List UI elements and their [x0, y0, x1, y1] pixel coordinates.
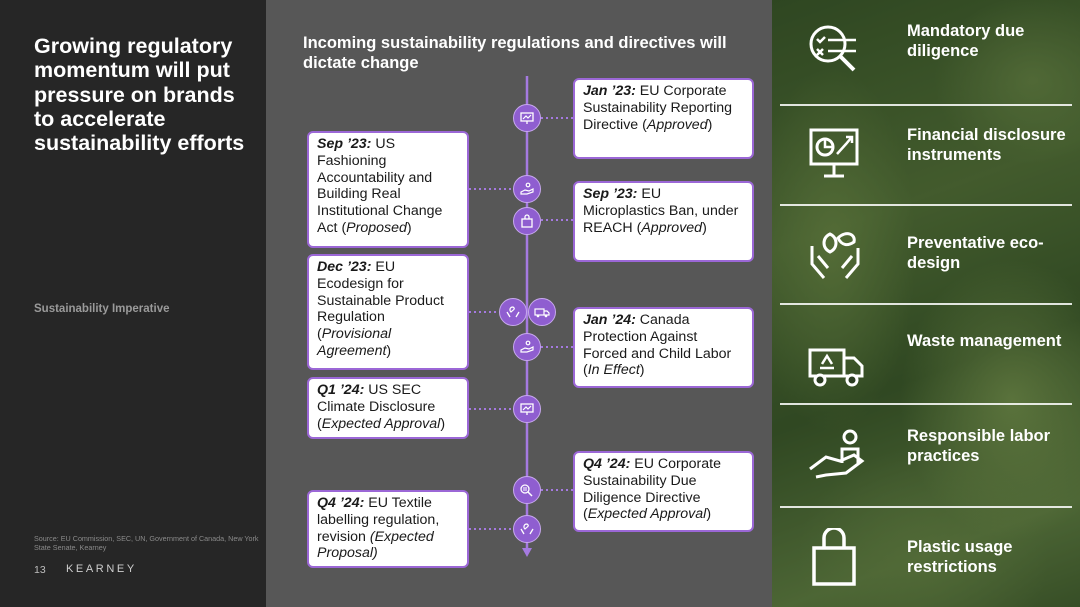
card-text: US SEC Climate Disclosure (	[317, 382, 436, 432]
card-end: )	[639, 362, 645, 379]
card-end: )	[706, 506, 712, 523]
card-text: EU Microplastics Ban, under REACH (	[583, 186, 739, 236]
recycling-truck-icon	[808, 348, 864, 387]
divider	[780, 104, 1072, 106]
regulation-card: Sep ’23: EU Microplastics Ban, under REA…	[573, 181, 754, 262]
hand-person-icon	[513, 333, 541, 361]
shopping-bag-icon	[513, 207, 541, 235]
card-status: Provisional Agreement	[317, 326, 392, 359]
card-text: EU Corporate Sustainability Reporting Di…	[583, 83, 733, 133]
card-status: Approved	[641, 219, 703, 236]
category-label: Financial disclosure instruments	[907, 126, 1066, 164]
card-status: (Expected Proposal)	[317, 528, 434, 562]
source-note: Source: EU Commission, SEC, UN, Governme…	[34, 534, 259, 552]
card-end: )	[386, 342, 392, 359]
card-status: Proposed	[346, 219, 407, 236]
section-label: Sustainability Imperative	[34, 303, 170, 315]
card-date: Jan ’24:	[583, 312, 636, 328]
card-end: )	[707, 116, 713, 133]
card-status: Expected Approval	[321, 415, 441, 432]
card-text: EU Corporate Sustainability Due Diligenc…	[583, 456, 722, 523]
hands-leaf-icon	[499, 298, 527, 326]
chart-monitor-icon	[513, 104, 541, 132]
hands-leaf-icon	[810, 232, 860, 279]
chart-monitor-icon	[513, 395, 541, 423]
checklist-magnifier-icon	[513, 476, 541, 504]
card-status: In Effect	[587, 362, 640, 379]
timeline-title: Incoming sustainability regulations and …	[303, 34, 727, 72]
brand-logo: KEARNEY	[66, 563, 137, 575]
category-label: Plastic usage restrictions	[907, 538, 1013, 576]
checklist-magnifier-icon	[809, 25, 856, 72]
hands-leaf-icon	[513, 515, 541, 543]
hand-person-icon	[513, 175, 541, 203]
card-date: Q4 ’24:	[583, 456, 631, 472]
card-date: Q1 ’24:	[317, 382, 365, 398]
card-status: Expected Approval	[587, 506, 707, 523]
card-end: )	[440, 415, 446, 432]
divider	[780, 403, 1072, 405]
regulation-card: Q4 ’24: EU Corporate Sustainability Due …	[573, 451, 754, 532]
card-text: Canada Protection Against Forced and Chi…	[583, 312, 732, 379]
card-text: US Fashioning Accountability and Buildin…	[317, 136, 443, 236]
chart-monitor-icon	[809, 128, 859, 178]
regulation-card: Sep ’23: US Fashioning Accountability an…	[307, 131, 469, 248]
card-end: )	[702, 219, 707, 236]
shopping-bag-icon	[812, 528, 856, 586]
category-label: Waste management	[907, 332, 1062, 350]
card-date: Sep ’23:	[583, 186, 638, 202]
divider	[780, 506, 1072, 508]
card-date: Q4 ’24:	[317, 495, 365, 511]
category-label: Responsible labor practices	[907, 427, 1051, 465]
regulation-card: Jan ’23: EU Corporate Sustainability Rep…	[573, 78, 754, 159]
card-status: Approved	[646, 116, 708, 133]
card-text: EU Textile labelling regulation, revisio…	[317, 495, 440, 545]
card-date: Dec ’23:	[317, 259, 372, 275]
card-text: EU Ecodesign for Sustainable Product Reg…	[317, 259, 444, 343]
timeline-lines	[469, 76, 573, 557]
slide-headline: Growing regulatory momentum will put pre…	[34, 34, 245, 156]
regulation-card: Jan ’24: Canada Protection Against Force…	[573, 307, 754, 388]
card-date: Sep ’23:	[317, 136, 372, 152]
card-date: Jan ’23:	[583, 83, 636, 99]
card-end: )	[406, 219, 412, 236]
recycling-truck-icon	[528, 298, 556, 326]
page-number: 13	[34, 564, 46, 576]
timeline-panel: Incoming sustainability regulations and …	[266, 0, 772, 607]
divider	[780, 303, 1072, 305]
category-label: Mandatory due diligence	[907, 22, 1025, 60]
category-label: Preventative eco-design	[907, 234, 1044, 272]
regulation-card: Dec ’23: EU Ecodesign for Sustainable Pr…	[307, 254, 469, 370]
divider	[780, 204, 1072, 206]
categories-panel: Mandatory due diligence Financial disclo…	[772, 0, 1080, 607]
regulation-card: Q1 ’24: US SEC Climate Disclosure (Expec…	[307, 377, 469, 439]
left-panel: Growing regulatory momentum will put pre…	[0, 0, 266, 607]
regulation-card: Q4 ’24: EU Textile labelling regulation,…	[307, 490, 469, 568]
hand-person-icon	[809, 429, 865, 479]
